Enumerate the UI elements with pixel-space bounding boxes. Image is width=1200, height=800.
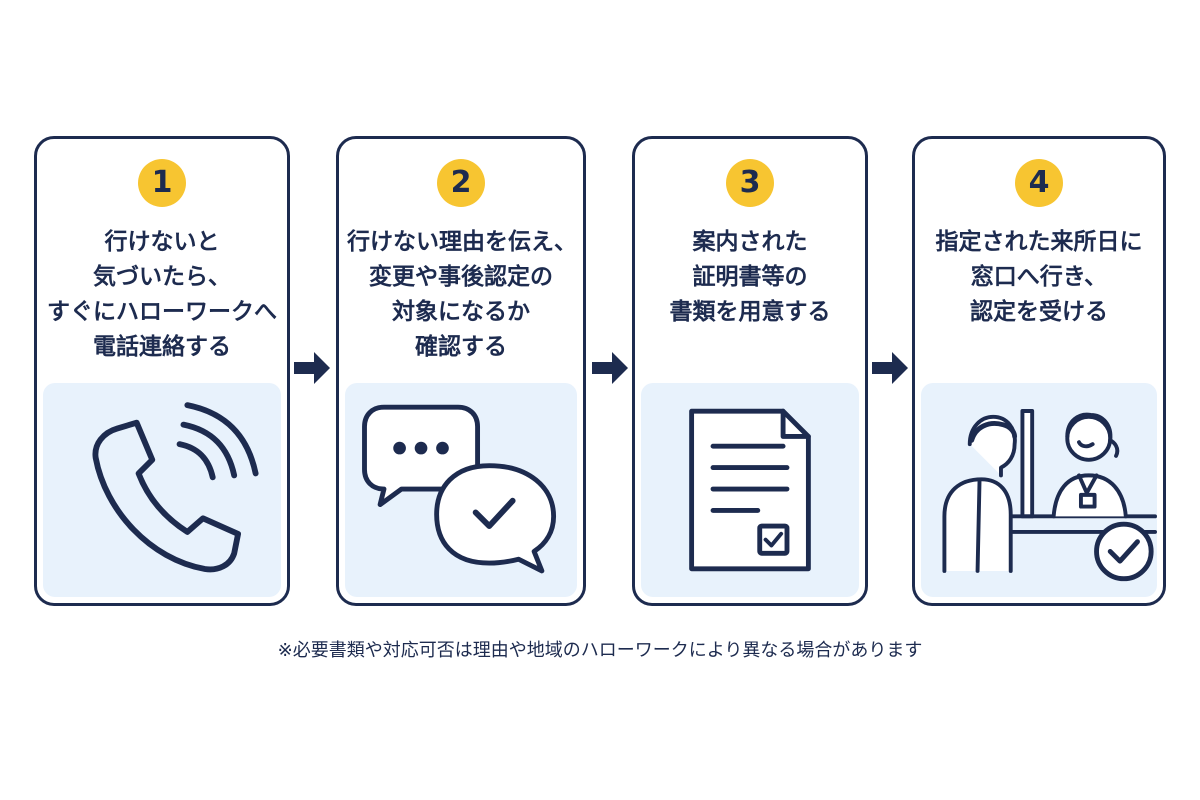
step-card-3: 3 案内された 証明書等の 書類を用意する [632,136,868,606]
step-description: 指定された来所日に 窓口へ行き、 認定を受ける [923,225,1155,330]
arrow-right-icon [872,352,908,384]
phone-icon [92,402,259,573]
chat-bubbles-icon [362,404,557,574]
step-text-line: 指定された来所日に [935,229,1143,255]
step-text-line: 証明書等の [692,264,808,290]
step-number-badge: 3 [726,159,774,207]
step-card-4: 4 指定された来所日に 窓口へ行き、 認定を受ける [912,136,1166,606]
step-text-line: すぐにハローワークへ [47,299,277,325]
illustration-panel [43,383,281,597]
step-description: 行けないと 気づいたら、 すぐにハローワークへ 電話連絡する [45,225,279,365]
illustration-panel [345,383,577,597]
step-text-line: 変更や事後認定の [369,264,553,290]
step-text-line: 確認する [415,334,507,360]
step-description: 案内された 証明書等の 書類を用意する [643,225,857,330]
counter-reception-icon [942,409,1157,582]
document-icon [689,408,811,572]
step-card-1: 1 行けないと 気づいたら、 すぐにハローワークへ 電話連絡する [34,136,290,606]
step-text-line: 案内された [692,229,808,255]
step-text-line: 対象になるか [392,299,530,325]
step-text-line: 認定を受ける [970,299,1108,325]
step-card-2: 2 行けない理由を伝え、 変更や事後認定の 対象になるか 確認する [336,136,586,606]
step-text-line: 窓口へ行き、 [970,264,1108,290]
step-text-line: 電話連絡する [93,334,231,360]
arrow-right-icon [592,352,628,384]
step-number-badge: 4 [1015,159,1063,207]
illustration-panel [921,383,1157,597]
arrow-right-icon [294,352,330,384]
step-text-line: 行けないと [104,229,220,255]
step-text-line: 書類を用意する [669,299,831,325]
step-number-badge: 1 [138,159,186,207]
step-text-line: 行けない理由を伝え、 [347,229,577,255]
footnote: ※必要書類や対応可否は理由や地域のハローワークにより異なる場合があります [277,640,923,661]
illustration-panel [641,383,859,597]
step-text-line: 気づいたら、 [93,264,231,290]
step-number-badge: 2 [437,159,485,207]
step-description: 行けない理由を伝え、 変更や事後認定の 対象になるか 確認する [347,225,577,365]
